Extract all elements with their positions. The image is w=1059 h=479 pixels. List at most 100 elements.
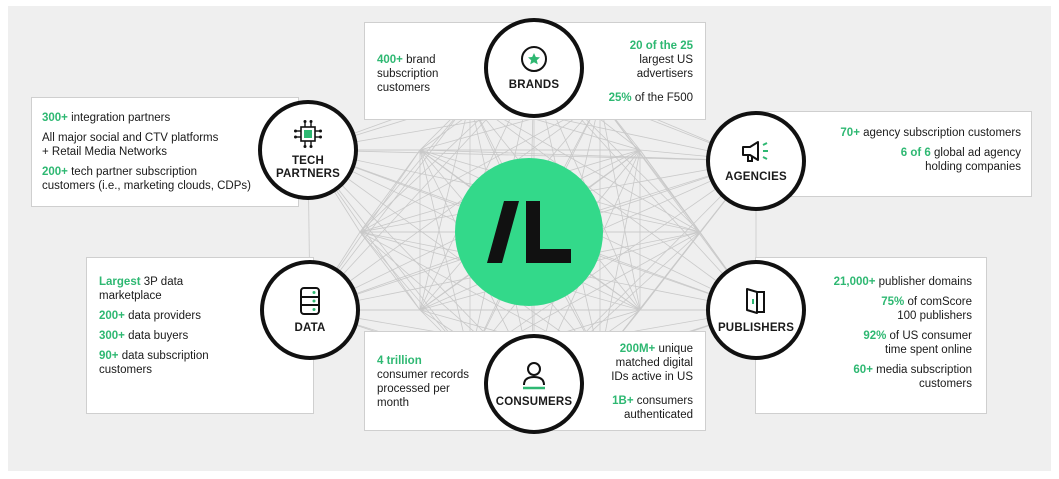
tech-subscription-text: tech partner subscription [67,166,198,178]
star-badge-icon [521,45,547,72]
data-label: DATA [294,321,326,334]
brands-advertisers-line3: advertisers [636,68,693,80]
publishers-comscore-value: 75% [881,296,905,308]
data-marketplace-value: Largest [99,276,141,288]
brands-customers-line3: customers [377,82,431,94]
tech-stat-2: All major social and CTV platforms + Reta… [42,131,298,159]
publishers-label: PUBLISHERS [717,321,795,334]
connection-line [469,99,701,233]
connection-line [469,99,757,311]
consumers-ids-text: unique [655,343,693,355]
agencies-holding-text: global ad agency [930,147,1021,159]
chip-icon [294,120,322,148]
tech-platforms-line1: All major social and CTV platforms [42,132,219,144]
brands-right-stat-2: 25% of the F500 [553,91,693,105]
publishers-time-value: 92% [863,330,887,342]
data-providers-text: data providers [124,310,201,322]
consumers-right-stat-2: 1B+ consumers authenticated [573,394,693,422]
publishers-node: PUBLISHERS [706,260,806,360]
tech-label-line1: TECH [291,155,325,167]
agencies-node: AGENCIES [706,111,806,211]
brands-node: BRANDS [484,18,584,118]
consumers-records-line2: consumer records [377,369,470,381]
publishers-domains-value: 21,000+ [833,276,876,288]
consumers-records-value: 4 trillion [377,355,422,367]
data-providers-value: 200+ [99,310,125,322]
publishers-comscore-text: of comScore [904,296,972,308]
connection-line [599,149,641,361]
data-node: DATA [260,260,360,360]
brands-left-stat: 400+ brand subscription customers [377,53,487,95]
agencies-label: AGENCIES [725,170,787,183]
tech-subscription-line2: customers (i.e., marketing clouds, CDPs) [42,180,251,192]
connection-line [599,99,701,233]
publishers-time-text: of US consumer [886,330,972,342]
data-subscription-text: data subscription [118,350,209,362]
brands-customers-line2: subscription [377,68,439,80]
connection-line [359,149,421,233]
agencies-customers-text: agency subscription customers [859,127,1021,139]
connection-line [599,99,641,311]
connection-line [419,99,471,311]
megaphone-icon [742,140,768,162]
publishers-time-line2: time spent online [885,344,972,356]
data-buyers-value: 300+ [99,330,125,342]
publishers-stat-3: 92% of US consumer time spent online [756,329,972,357]
consumers-ids-value: 200M+ [619,343,656,355]
data-marketplace-text: 3P data [140,276,184,288]
connection-line [309,99,601,311]
tech-label-line2: PARTNERS [275,168,340,180]
publishers-media-line2: customers [918,378,972,390]
consumers-ids-line3: IDs active in US [611,371,693,383]
consumers-auth-value: 1B+ [612,395,634,407]
connection-line [307,149,601,361]
brands-customers-text: brand [402,54,436,66]
publishers-stat-1: 21,000+ publisher domains [756,275,972,289]
consumers-label: CONSUMERS [495,395,573,408]
publishers-domains-text: publisher domains [875,276,972,288]
brands-f500-value: 25% [608,92,632,104]
tech-partners-info-box: 300+ integration partners All major soci… [31,97,299,207]
publishers-stat-2: 75% of comScore 100 publishers [756,295,972,323]
connection-line [307,149,757,162]
consumers-node: CONSUMERS [484,334,584,434]
data-marketplace-line2: marketplace [99,290,162,302]
brands-advertisers-value: 20 of the 25 [629,40,693,52]
publishers-comscore-line2: 100 publishers [897,310,972,322]
tech-stat-3: 200+ tech partner subscription customers … [42,165,298,193]
tech-subscription-value: 200+ [42,166,68,178]
consumers-auth-text: consumers [633,395,693,407]
tech-platforms-line2: + Retail Media Networks [42,146,167,158]
consumers-auth-line2: authenticated [623,409,693,421]
consumers-records-line4: month [377,397,409,409]
connection-line [419,149,757,162]
agencies-customers-value: 70+ [840,127,860,139]
connection-line [359,99,601,233]
publishers-media-value: 60+ [853,364,873,376]
brands-f500-text: of the F500 [631,92,693,104]
agencies-holding-line2: holding companies [925,161,1021,173]
agencies-holding-value: 6 of 6 [900,147,931,159]
brands-advertisers-line2: largest US [639,54,693,66]
agencies-stat-1: 70+ agency subscription customers [761,126,1021,140]
tech-integration-value: 300+ [42,112,68,124]
connection-line [419,149,471,361]
consumers-left-stat: 4 trillion consumer records processed pe… [377,354,487,410]
slash-l-logo-icon [487,201,571,263]
agencies-info-box: 70+ agency subscription customers 6 of 6… [760,111,1032,197]
person-icon [523,361,545,389]
database-icon [300,286,320,315]
brands-customers-value: 400+ [377,54,403,66]
brands-label: BRANDS [508,78,560,91]
consumers-right-stat-1: 200M+ unique matched digital IDs active … [573,342,693,384]
brands-right-stat-1: 20 of the 25 largest US advertisers [573,39,693,81]
tech-stat-1: 300+ integration partners [42,111,298,125]
book-icon [746,287,765,314]
consumers-records-line3: processed per [377,383,450,395]
tech-integration-text: integration partners [67,112,171,124]
connection-line [359,99,471,233]
